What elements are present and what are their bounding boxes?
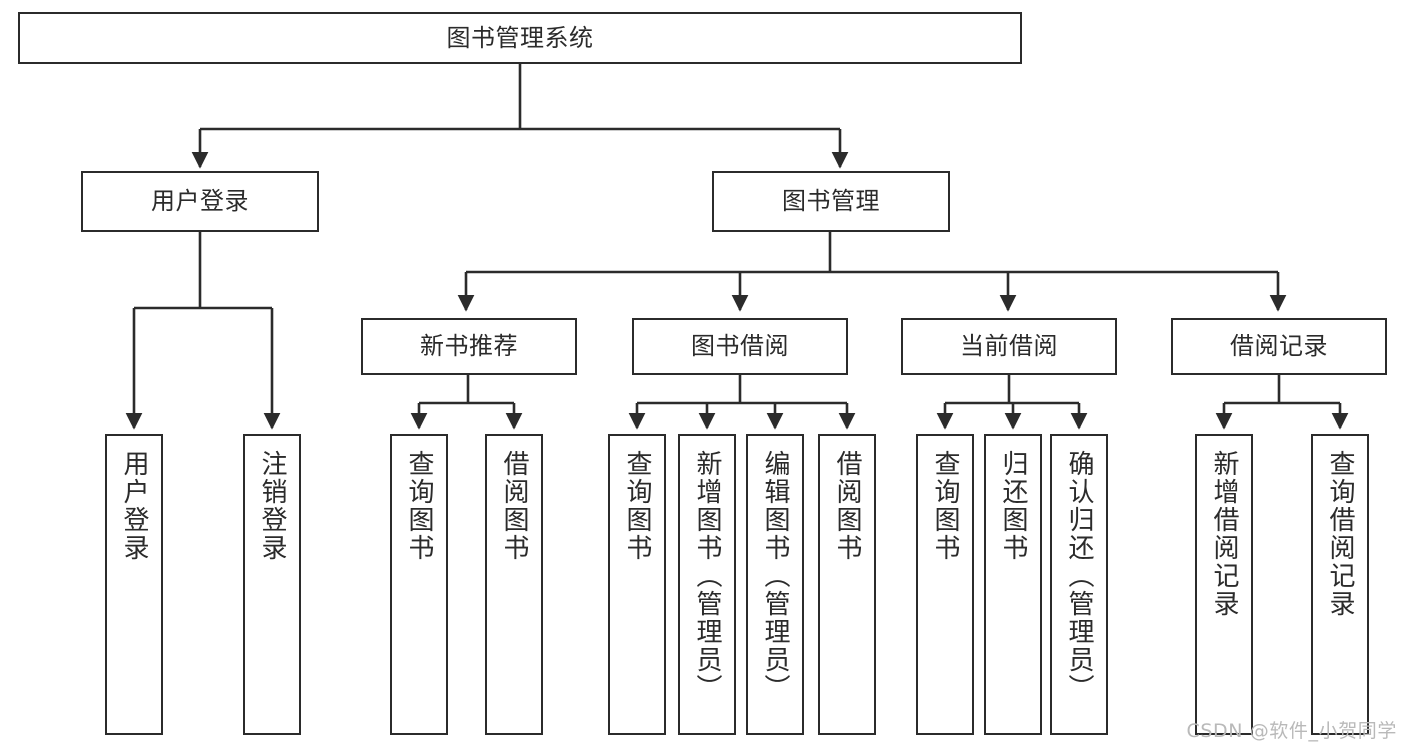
node-leaf-user-login[interactable]: 用户登录 — [105, 434, 163, 735]
node-current-borrow[interactable]: 当前借阅 — [901, 318, 1117, 375]
node-new-book-recommend-label: 新书推荐 — [420, 332, 518, 361]
node-user-login-label: 用户登录 — [151, 187, 249, 216]
node-user-login[interactable]: 用户登录 — [81, 171, 319, 232]
node-leaf-current-query-book[interactable]: 查询图书 — [916, 434, 974, 735]
node-leaf-borrow-query-book[interactable]: 查询图书 — [608, 434, 666, 735]
node-root-system-label: 图书管理系统 — [446, 23, 594, 52]
node-leaf-edit-book-admin-label: 编辑图书（管理员） — [760, 450, 790, 702]
node-book-borrow[interactable]: 图书借阅 — [632, 318, 848, 375]
node-leaf-add-book-admin-label: 新增图书（管理员） — [692, 450, 722, 702]
node-new-book-recommend[interactable]: 新书推荐 — [361, 318, 577, 375]
node-leaf-confirm-return-admin-label: 确认归还（管理员） — [1064, 450, 1094, 702]
node-leaf-query-borrow-record[interactable]: 查询借阅记录 — [1311, 434, 1369, 735]
node-leaf-borrow-query-book-label: 查询图书 — [622, 450, 652, 562]
node-leaf-borrow-book-label: 借阅图书 — [832, 450, 862, 562]
node-current-borrow-label: 当前借阅 — [960, 332, 1058, 361]
node-leaf-recommend-query-book[interactable]: 查询图书 — [390, 434, 448, 735]
node-leaf-add-book-admin[interactable]: 新增图书（管理员） — [678, 434, 736, 735]
node-leaf-user-login-label: 用户登录 — [119, 450, 149, 562]
node-leaf-confirm-return-admin[interactable]: 确认归还（管理员） — [1050, 434, 1108, 735]
node-leaf-recommend-borrow-book-label: 借阅图书 — [499, 450, 529, 562]
node-leaf-return-book-label: 归还图书 — [998, 450, 1028, 562]
node-borrow-records[interactable]: 借阅记录 — [1171, 318, 1387, 375]
node-leaf-recommend-borrow-book[interactable]: 借阅图书 — [485, 434, 543, 735]
node-leaf-add-borrow-record-label: 新增借阅记录 — [1209, 450, 1239, 618]
node-leaf-borrow-book[interactable]: 借阅图书 — [818, 434, 876, 735]
node-book-borrow-label: 图书借阅 — [691, 332, 789, 361]
node-leaf-current-query-book-label: 查询图书 — [930, 450, 960, 562]
node-leaf-edit-book-admin[interactable]: 编辑图书（管理员） — [746, 434, 804, 735]
node-leaf-query-borrow-record-label: 查询借阅记录 — [1325, 450, 1355, 618]
node-root-system[interactable]: 图书管理系统 — [18, 12, 1022, 64]
node-leaf-logout[interactable]: 注销登录 — [243, 434, 301, 735]
node-borrow-records-label: 借阅记录 — [1230, 332, 1328, 361]
node-book-management[interactable]: 图书管理 — [712, 171, 950, 232]
node-book-management-label: 图书管理 — [782, 187, 880, 216]
node-leaf-return-book[interactable]: 归还图书 — [984, 434, 1042, 735]
node-leaf-add-borrow-record[interactable]: 新增借阅记录 — [1195, 434, 1253, 735]
node-leaf-recommend-query-book-label: 查询图书 — [404, 450, 434, 562]
node-leaf-logout-label: 注销登录 — [257, 450, 287, 562]
